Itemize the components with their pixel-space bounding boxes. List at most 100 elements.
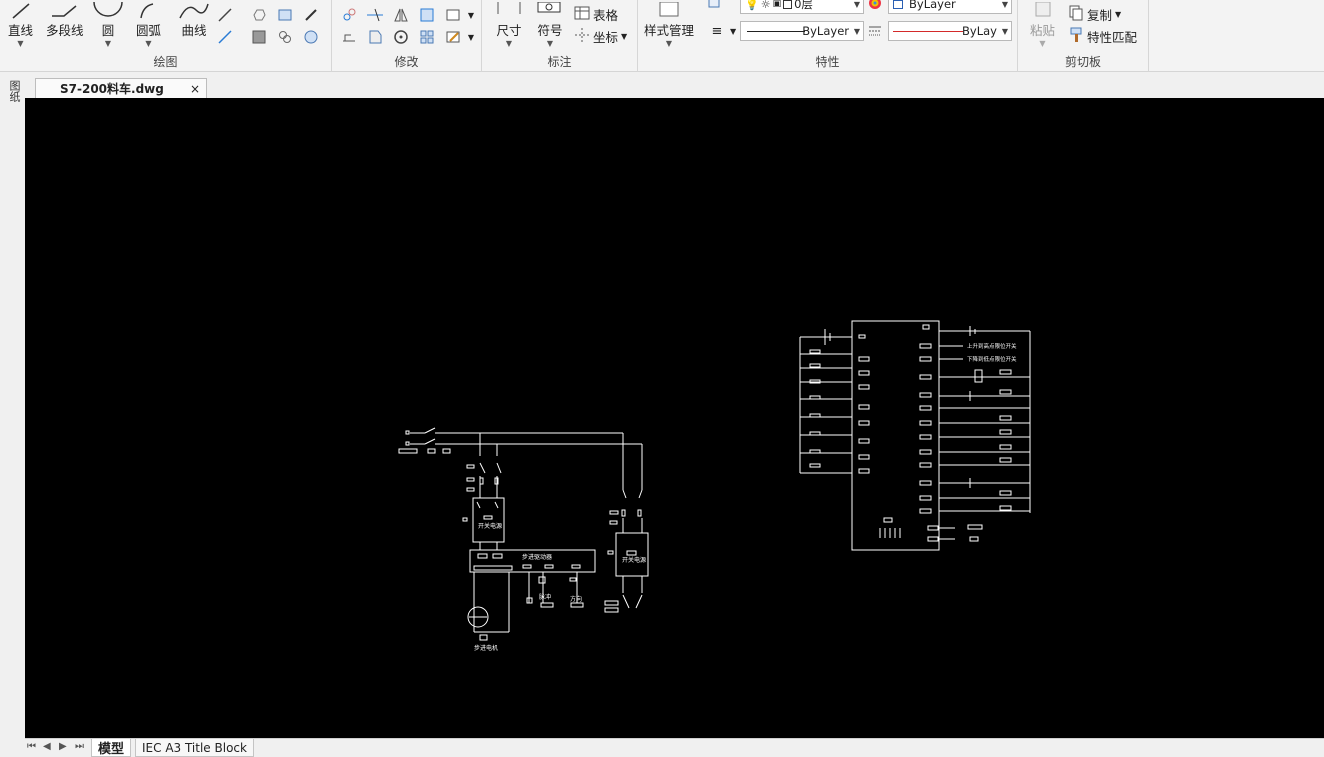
layout-tab-iec-a3[interactable]: IEC A3 Title Block [135, 739, 254, 757]
layer-manager-icon[interactable] [706, 0, 724, 12]
prev-layout-icon[interactable]: ◀ [43, 741, 51, 752]
line-icon [9, 0, 33, 20]
polyline-icon [48, 0, 82, 20]
construction-line-icon[interactable] [216, 6, 234, 24]
chevron-down-icon: ▼ [505, 39, 513, 48]
circle-icon [92, 0, 124, 20]
last-layout-icon[interactable]: ⏭ [75, 741, 84, 752]
offset-icon[interactable] [418, 6, 436, 24]
chevron-down-icon: ▼ [853, 26, 860, 36]
style-manager-icon [654, 0, 684, 20]
symbol-label: 符号 [537, 23, 563, 38]
rectangle-icon[interactable] [444, 6, 462, 24]
chevron-down-icon: ▼ [1001, 0, 1008, 9]
chevron-down-icon[interactable]: ▼ [730, 27, 737, 36]
color-dropdown[interactable]: ByLayer ▼ [888, 0, 1012, 14]
circle-tool[interactable]: 圆 ▼ [92, 0, 124, 48]
copy-label: 复制 [1087, 8, 1113, 23]
annotation-panel-title: 标注 [547, 55, 572, 69]
style-manager-label: 样式管理 [644, 23, 695, 38]
line-tool[interactable]: 直线 ▼ [8, 0, 33, 48]
coordinate-tool[interactable]: 坐标 ▼ [574, 27, 627, 46]
match-properties-tool[interactable]: 特性匹配 [1068, 27, 1137, 46]
color-wheel-icon[interactable] [866, 0, 884, 12]
copy-object-icon[interactable] [366, 28, 384, 46]
clipboard-panel: 粘贴 ▼ 复制 ▼ 特性匹配 剪切板 [1018, 0, 1149, 72]
boundary-icon[interactable] [302, 28, 320, 46]
clipboard-icon [1032, 0, 1054, 20]
ray-icon[interactable] [216, 28, 234, 46]
layout-tab-label: 模型 [98, 742, 125, 757]
array-icon[interactable] [418, 28, 436, 46]
style-manager-tool[interactable]: 样式管理 ▼ [644, 0, 694, 48]
layer-dropdown[interactable]: 💡 ☼ ▣ 0层 ▼ [740, 0, 864, 14]
drawing-sheets-button[interactable]: 图纸 [4, 80, 21, 102]
color-swatch-icon [893, 0, 903, 9]
stepper-driver-label: 步进驱动器 [522, 553, 552, 561]
ribbon: 直线 ▼ 多段线 圆 ▼ 圆弧 ▼ 曲线 绘图 [0, 0, 1324, 72]
annotation-panel: 尺寸 ▼ 符号 ▼ 表格 坐标 ▼ 标注 [482, 0, 638, 72]
lineweight-sample [893, 31, 963, 32]
lines-icon[interactable]: ≡ [711, 23, 723, 39]
chevron-down-icon: ▼ [104, 39, 112, 48]
stretch-icon[interactable] [340, 28, 358, 46]
color-value: ByLayer [909, 0, 956, 11]
modify-panel-title: 修改 [394, 55, 419, 69]
table-grid-icon[interactable] [276, 6, 294, 24]
close-icon[interactable]: × [189, 81, 200, 96]
circle-label: 圆 [101, 23, 115, 38]
lineweight-dropdown[interactable]: ByLay ▼ [888, 21, 1012, 41]
lineweight-icon[interactable] [866, 22, 884, 40]
chevron-down-icon[interactable]: ▼ [467, 10, 475, 20]
chevron-down-icon: ▼ [145, 39, 152, 48]
chevron-down-icon: ▼ [853, 0, 860, 9]
layout-tab-model[interactable]: 模型 [91, 739, 132, 757]
point-icon[interactable] [302, 6, 320, 24]
plc-wiring-drawing [799, 320, 1031, 551]
lock-icon: ▣ [772, 0, 782, 9]
document-tab-bar: S7-200料车.dwg × [25, 78, 1324, 98]
lightbulb-icon: 💡 [745, 0, 759, 11]
symbol-tool[interactable]: 符号 ▼ [536, 0, 564, 48]
lineweight-value: ByLay [962, 24, 997, 38]
mirror-icon[interactable] [392, 6, 410, 24]
chevron-down-icon[interactable]: ▼ [467, 32, 475, 42]
move-icon[interactable] [340, 6, 358, 24]
copy-icon [1068, 5, 1084, 24]
copy-tool[interactable]: 复制 ▼ [1068, 5, 1121, 24]
symbol-icon [536, 0, 564, 20]
region-icon[interactable] [276, 28, 294, 46]
paste-tool[interactable]: 粘贴 ▼ [1030, 0, 1055, 48]
circuit-labels: 开关电源 步进驱动器 开关电源 脉冲 方向 步进电机 [474, 522, 646, 652]
properties-panel: 样式管理 ▼ ≡ ▼ 💡 ☼ ▣ 0层 ▼ ByLayer ▼ ByLayer … [638, 0, 1018, 72]
clipboard-panel-title: 剪切板 [1064, 55, 1101, 69]
chevron-down-icon: ▼ [17, 39, 24, 48]
sun-icon: ☼ [760, 0, 771, 11]
direction-label: 方向 [570, 595, 582, 603]
drawing-canvas[interactable]: 开关电源 步进驱动器 开关电源 脉冲 方向 步进电机 [25, 98, 1324, 738]
chevron-down-icon: ▼ [1001, 26, 1008, 36]
edit-icon[interactable] [444, 28, 462, 46]
match-properties-label: 特性匹配 [1087, 30, 1138, 45]
layout-tab-bar: ⏮ ◀ ▶ ⏭ 模型 IEC A3 Title Block [25, 738, 1324, 757]
arc-tool[interactable]: 圆弧 ▼ [136, 0, 161, 48]
document-tab[interactable]: S7-200料车.dwg × [35, 78, 207, 98]
next-layout-icon[interactable]: ▶ [59, 741, 67, 752]
document-tab-name: S7-200料车.dwg [60, 82, 164, 96]
pulse-label: 脉冲 [539, 593, 551, 601]
polyline-label: 多段线 [46, 23, 84, 38]
polyline-tool[interactable]: 多段线 [46, 0, 84, 39]
curve-tool[interactable]: 曲线 [178, 0, 210, 39]
table-tool[interactable]: 表格 [574, 5, 618, 24]
hatch-icon[interactable] [250, 28, 268, 46]
polygon-icon[interactable] [250, 6, 268, 24]
dimension-tool[interactable]: 尺寸 ▼ [494, 0, 524, 48]
linetype-sample [747, 31, 805, 32]
psu-label-1: 开关电源 [478, 522, 502, 530]
trim-icon[interactable] [366, 6, 384, 24]
linetype-dropdown[interactable]: ByLayer ▼ [740, 21, 864, 41]
curve-icon [178, 0, 210, 20]
first-layout-icon[interactable]: ⏮ [27, 741, 36, 752]
plc-labels: 上升到高点限位开关 下降到低点限位开关 [967, 342, 1017, 363]
rotate-icon[interactable] [392, 28, 410, 46]
